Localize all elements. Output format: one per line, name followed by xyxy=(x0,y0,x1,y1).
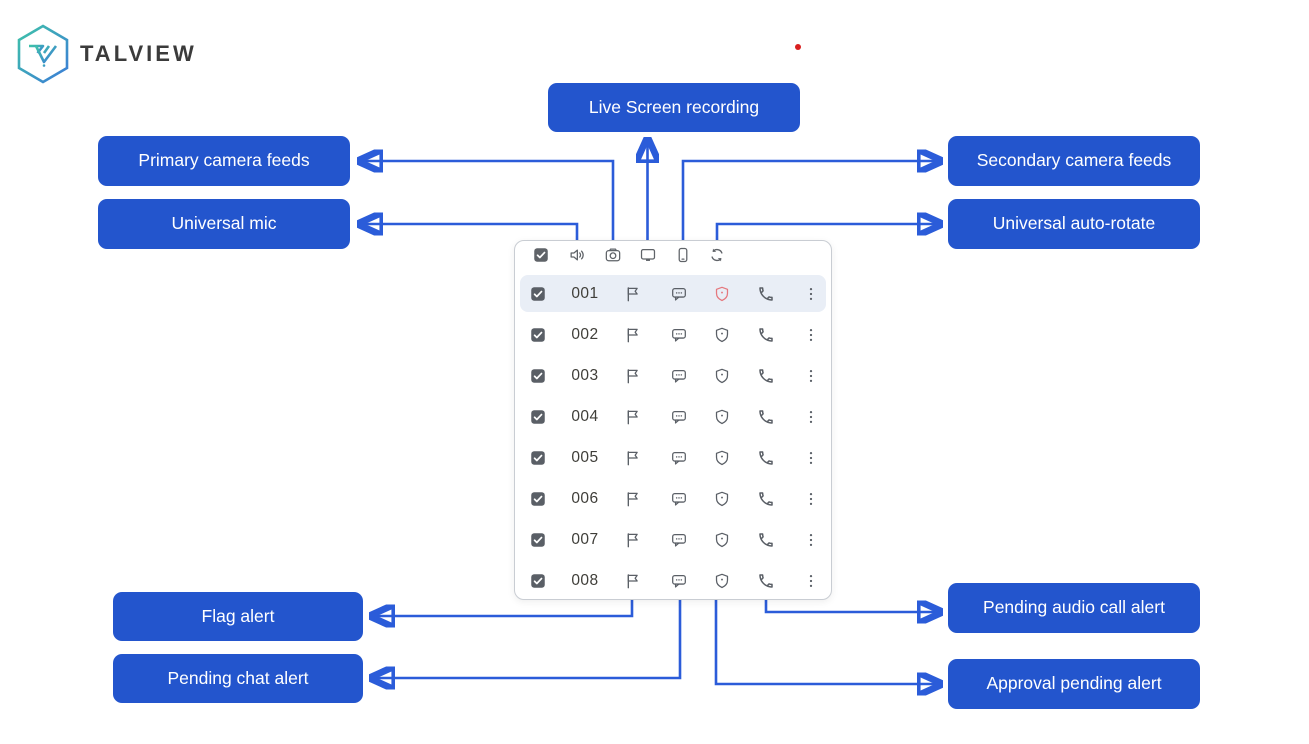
callout-secondary-camera-feeds: Secondary camera feeds xyxy=(948,136,1200,186)
candidate-id: 006 xyxy=(571,489,599,507)
chat-icon[interactable] xyxy=(670,490,688,508)
candidate-row: 006 xyxy=(515,478,831,519)
phone-icon[interactable] xyxy=(757,326,775,344)
secondary-camera-icon[interactable] xyxy=(674,246,692,264)
candidate-id: 005 xyxy=(571,448,599,466)
callout-label: Live Screen recording xyxy=(588,96,760,117)
shield-icon[interactable] xyxy=(713,490,731,508)
arrow-pending-chat xyxy=(374,593,682,678)
callout-live-screen-recording: Live Screen recording xyxy=(548,83,800,132)
candidate-row: 005 xyxy=(515,437,831,478)
callout-universal-auto-rotate: Universal auto-rotate xyxy=(948,199,1200,249)
candidate-id: 008 xyxy=(571,571,599,589)
row-checkbox[interactable] xyxy=(529,408,547,426)
more-options-icon[interactable] xyxy=(802,326,820,344)
flag-icon[interactable] xyxy=(624,367,642,385)
candidate-row: 004 xyxy=(515,396,831,437)
more-options-icon[interactable] xyxy=(802,490,820,508)
more-options-icon[interactable] xyxy=(802,367,820,385)
screen-recording-icon[interactable] xyxy=(639,246,657,264)
flag-icon[interactable] xyxy=(624,572,642,590)
callout-label: Secondary camera feeds xyxy=(976,150,1172,171)
shield-icon[interactable] xyxy=(713,408,731,426)
callout-approval-pending-alert: Approval pending alert xyxy=(948,659,1200,709)
candidate-id: 007 xyxy=(571,530,599,548)
candidate-id: 002 xyxy=(571,325,599,343)
row-checkbox[interactable] xyxy=(529,285,547,303)
chat-icon[interactable] xyxy=(670,367,688,385)
flag-icon[interactable] xyxy=(624,408,642,426)
select-all-checkbox[interactable] xyxy=(532,246,550,264)
primary-camera-icon[interactable] xyxy=(604,246,622,264)
candidate-row: 001 xyxy=(515,273,831,314)
row-checkbox[interactable] xyxy=(529,367,547,385)
panel-header xyxy=(515,241,831,271)
flag-icon[interactable] xyxy=(624,326,642,344)
row-checkbox[interactable] xyxy=(529,326,547,344)
shield-icon[interactable] xyxy=(713,367,731,385)
row-checkbox[interactable] xyxy=(529,490,547,508)
candidate-row: 003 xyxy=(515,355,831,396)
row-checkbox[interactable] xyxy=(529,449,547,467)
candidate-id: 001 xyxy=(571,284,599,302)
proctoring-panel: 001 002 003 004 005 xyxy=(514,240,832,600)
callout-label: Approval pending alert xyxy=(986,673,1162,694)
phone-icon[interactable] xyxy=(757,572,775,590)
candidate-id: 003 xyxy=(571,366,599,384)
candidate-row: 008 xyxy=(515,560,831,601)
more-options-icon[interactable] xyxy=(802,408,820,426)
phone-icon[interactable] xyxy=(757,408,775,426)
callout-label: Universal mic xyxy=(171,213,277,234)
more-options-icon[interactable] xyxy=(802,572,820,590)
phone-icon[interactable] xyxy=(757,490,775,508)
flag-icon[interactable] xyxy=(624,449,642,467)
candidate-id: 004 xyxy=(571,407,599,425)
callout-label: Universal auto-rotate xyxy=(992,213,1156,234)
row-checkbox[interactable] xyxy=(529,572,547,590)
callout-universal-mic: Universal mic xyxy=(98,199,350,249)
row-checkbox[interactable] xyxy=(529,531,547,549)
callout-pending-audio-call-alert: Pending audio call alert xyxy=(948,583,1200,633)
auto-rotate-icon[interactable] xyxy=(708,246,726,264)
chat-icon[interactable] xyxy=(670,326,688,344)
arrow-secondary-camera xyxy=(681,161,938,244)
red-pointer-dot xyxy=(795,44,801,50)
phone-icon[interactable] xyxy=(757,367,775,385)
shield-icon[interactable] xyxy=(713,285,731,303)
phone-icon[interactable] xyxy=(757,531,775,549)
universal-mic-icon[interactable] xyxy=(568,246,586,264)
shield-icon[interactable] xyxy=(713,449,731,467)
chat-icon[interactable] xyxy=(670,531,688,549)
more-options-icon[interactable] xyxy=(802,449,820,467)
chat-icon[interactable] xyxy=(670,285,688,303)
callout-pending-chat-alert: Pending chat alert xyxy=(113,654,363,703)
phone-icon[interactable] xyxy=(757,449,775,467)
candidate-rows: 001 002 003 004 005 xyxy=(515,271,831,601)
brand-name: TALVIEW xyxy=(80,41,197,66)
callout-label: Flag alert xyxy=(201,605,275,626)
callout-label: Pending chat alert xyxy=(167,667,309,688)
flag-icon[interactable] xyxy=(624,490,642,508)
shield-icon[interactable] xyxy=(713,572,731,590)
arrow-primary-camera xyxy=(362,161,615,244)
shield-icon[interactable] xyxy=(713,326,731,344)
shield-icon[interactable] xyxy=(713,531,731,549)
flag-icon[interactable] xyxy=(624,285,642,303)
more-options-icon[interactable] xyxy=(802,285,820,303)
flag-icon[interactable] xyxy=(624,531,642,549)
talview-logo: TALVIEW xyxy=(16,24,197,84)
candidate-row: 007 xyxy=(515,519,831,560)
phone-icon[interactable] xyxy=(757,285,775,303)
chat-icon[interactable] xyxy=(670,572,688,590)
callout-primary-camera-feeds: Primary camera feeds xyxy=(98,136,350,186)
talview-logo-icon xyxy=(17,24,69,84)
chat-icon[interactable] xyxy=(670,408,688,426)
arrow-approval-pending xyxy=(714,593,938,684)
more-options-icon[interactable] xyxy=(802,531,820,549)
chat-icon[interactable] xyxy=(670,449,688,467)
callout-label: Pending audio call alert xyxy=(983,597,1165,618)
callout-flag-alert: Flag alert xyxy=(113,592,363,641)
callout-label: Primary camera feeds xyxy=(138,150,310,171)
candidate-row: 002 xyxy=(515,314,831,355)
